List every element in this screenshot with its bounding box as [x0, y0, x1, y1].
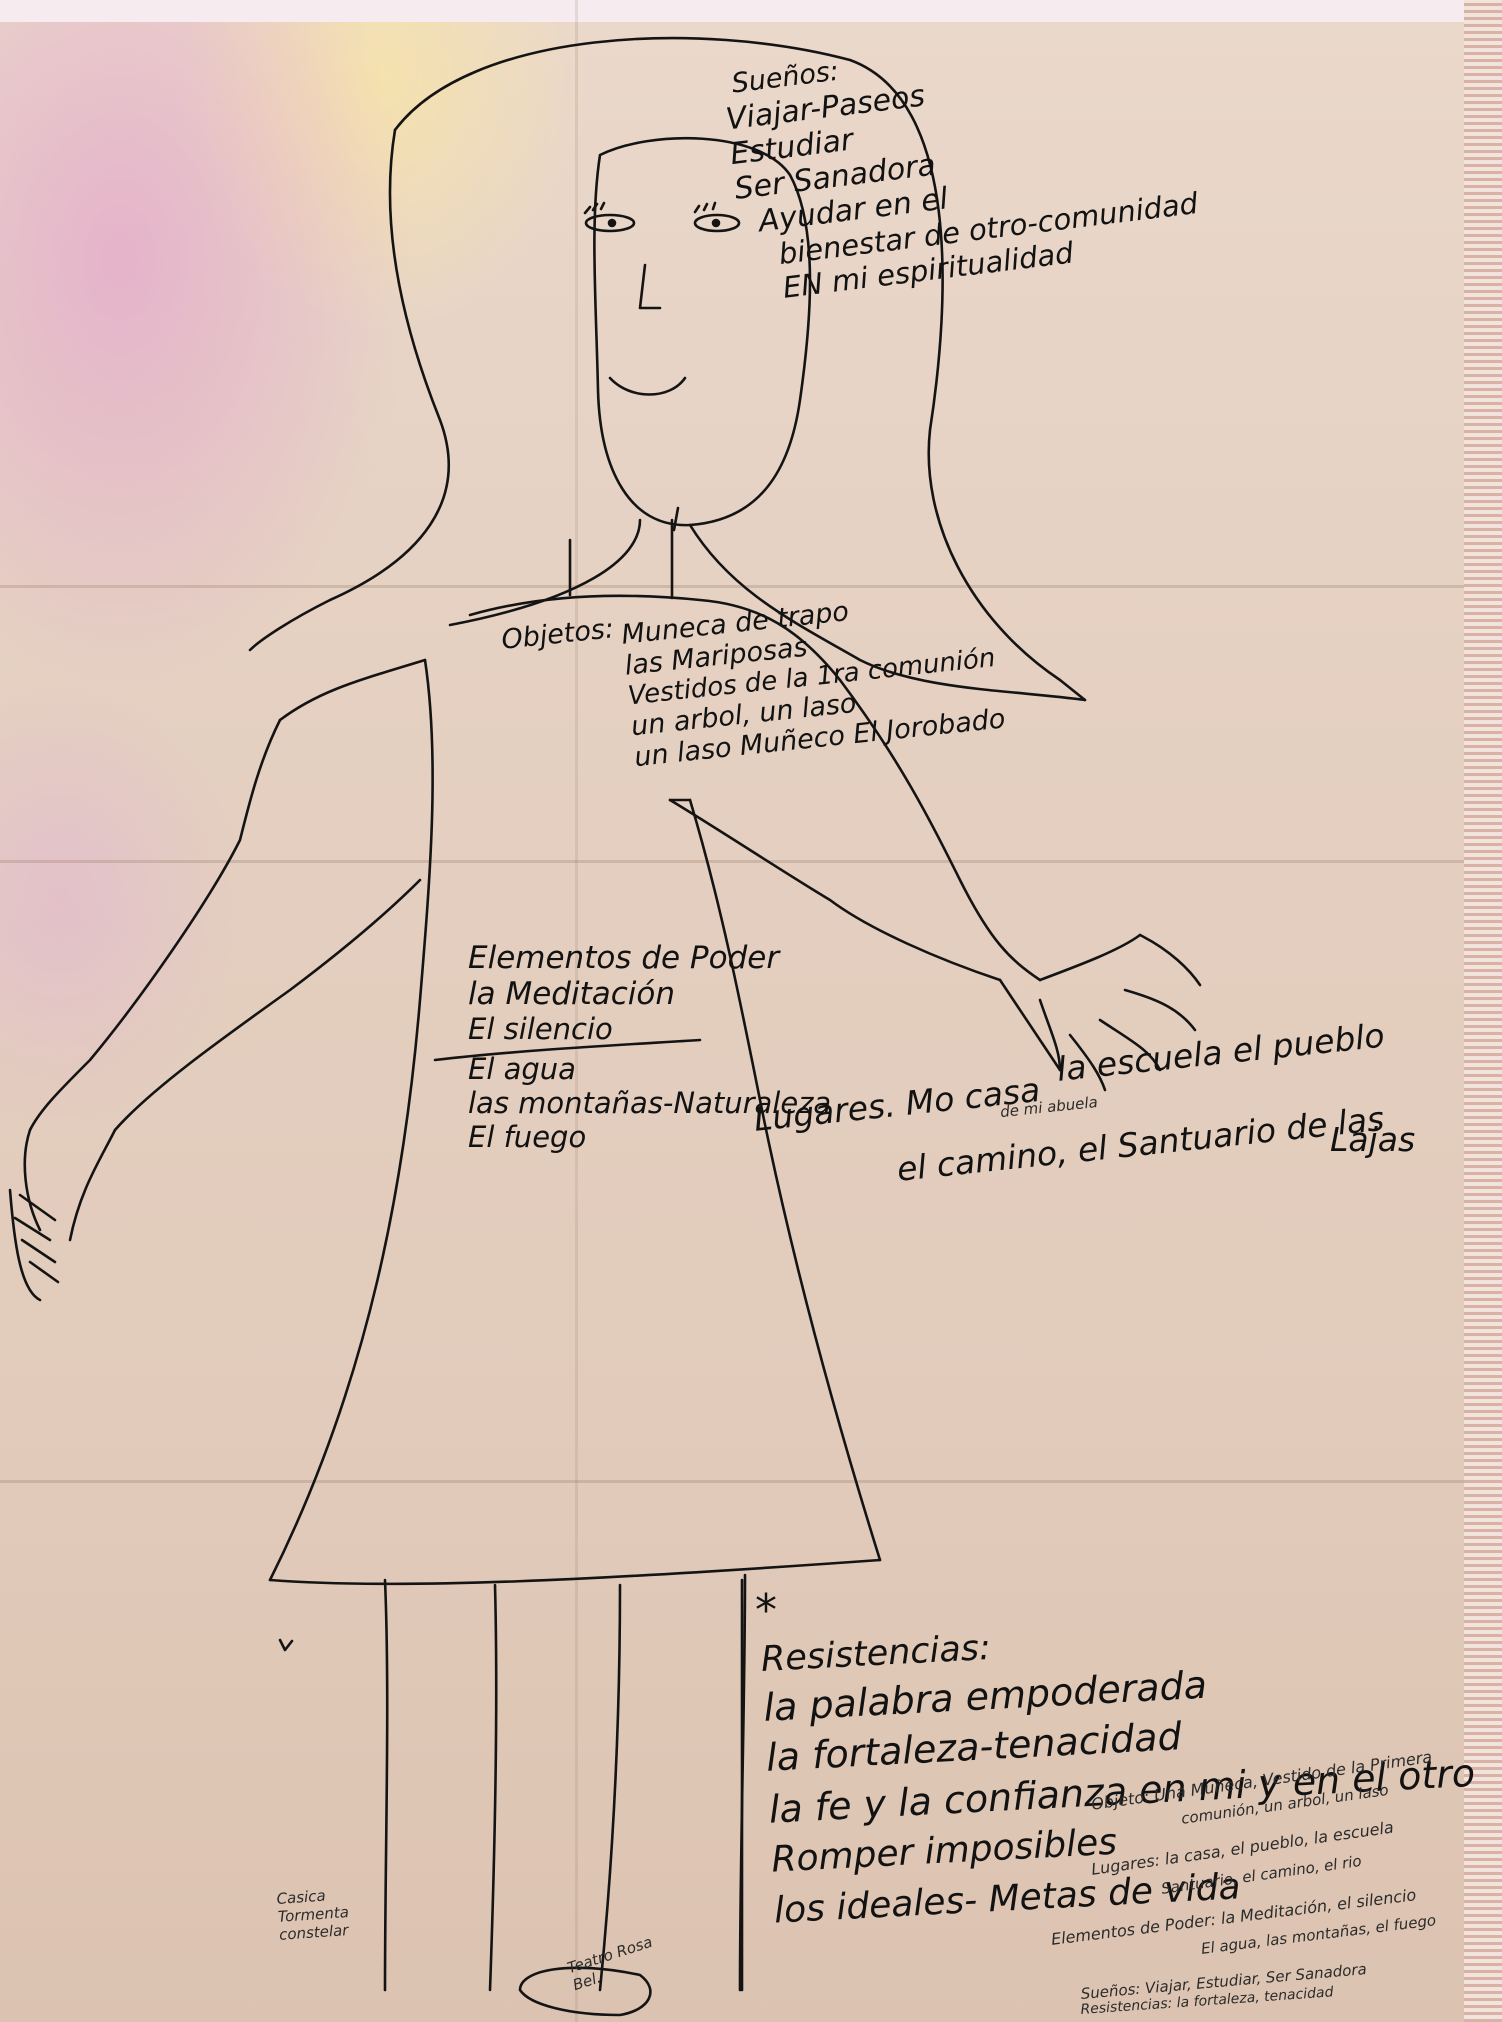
- dress-outline: [270, 660, 433, 1580]
- hair-inner: [450, 520, 640, 625]
- right-eye: [695, 203, 739, 231]
- elementos-item: El agua: [468, 1052, 831, 1086]
- neck-line: [674, 508, 678, 530]
- left-arm: [30, 720, 280, 1130]
- left-arm: [115, 880, 420, 1130]
- left-hand: [25, 1130, 40, 1230]
- right-hand: [1000, 980, 1060, 1070]
- lugares-line: Lajas: [1330, 1120, 1415, 1159]
- left-eye: [585, 203, 634, 231]
- left-arm: [280, 660, 425, 720]
- hair-outline: [250, 130, 449, 650]
- elementos-title: Elementos de Poder: [468, 940, 831, 976]
- dress-hem: [270, 1560, 880, 1584]
- mouth: [610, 378, 685, 395]
- right-leg: [600, 1585, 620, 1990]
- elementos-item: la Meditación: [468, 976, 831, 1012]
- note-bottom-left: Casica Tormenta constelar: [276, 1885, 351, 1944]
- elementos-item: El silencio: [468, 1012, 831, 1046]
- left-leg: [490, 1585, 496, 1990]
- right-hand: [1040, 935, 1140, 980]
- left-hand: [70, 1130, 115, 1240]
- left-leg: [385, 1580, 387, 1990]
- left-note-arrow: [280, 1640, 292, 1650]
- nose: [640, 265, 660, 308]
- asterisk-mark: *: [755, 1585, 777, 1636]
